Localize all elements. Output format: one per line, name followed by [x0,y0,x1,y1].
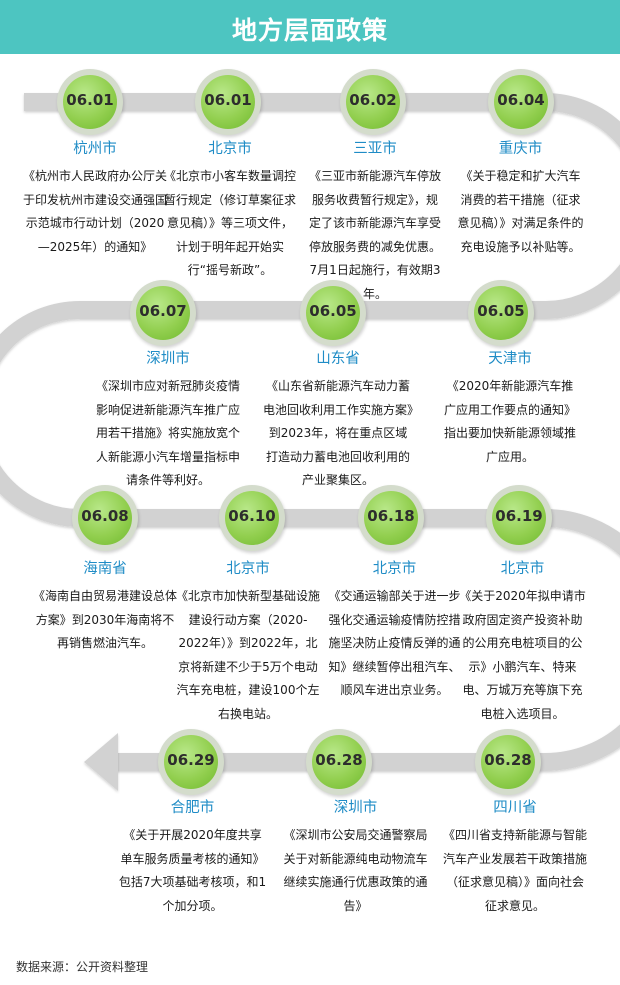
date-badge: 06.29 [158,729,224,795]
policy-item: 北京市 《关于2020年拟申请市政府固定资产投资补助的公用充电桩项目的公示》小鹏… [455,560,590,726]
policy-item: 深圳市 《深圳市公安局交通警察局关于对新能源纯电动物流车继续实施通行优惠政策的通… [278,799,433,918]
policy-desc: 《2020年新能源汽车推广应用工作要点的通知》指出要加快新能源领域推广应用。 [443,379,576,464]
policy-item: 三亚市 《三亚市新能源汽车停放服务收费暂行规定》，规定了该市新能源汽车享受停放服… [305,140,445,306]
policy-desc: 《关于开展2020年度共享单车服务质量考核的通知》包括7大项基础考核项，和1个加… [118,828,267,913]
date-badge: 06.18 [358,485,424,551]
page-title: 地方层面政策 [231,16,388,45]
city-label: 天津市 [488,351,532,367]
policy-item: 杭州市 《杭州市人民政府办公厅关于印发杭州市建设交通强国示范城市行动计划（202… [20,140,170,259]
policy-item: 重庆市 《关于稳定和扩大汽车消费的若干措施（征求意见稿）》对满足条件的充电设施予… [453,140,588,259]
date-badge: 06.08 [72,485,138,551]
header-banner: 地方层面政策 [0,0,620,54]
city-label: 重庆市 [498,141,543,157]
city-label: 北京市 [372,561,417,577]
city-label: 北京市 [500,561,545,577]
city-label: 三亚市 [353,141,397,157]
policy-desc: 《关于2020年拟申请市政府固定资产投资补助的公用充电桩项目的公示》小鹏汽车、特… [459,589,586,721]
policy-desc: 《关于稳定和扩大汽车消费的若干措施（征求意见稿）》对满足条件的充电设施予以补贴等… [457,169,584,254]
policy-item: 北京市 《交通运输部关于进一步强化交通运输疫情防控措施坚决防止疫情反弹的通知》继… [322,560,467,703]
policy-desc: 《山东省新能源汽车动力蓄电池回收利用工作实施方案》到2023年，将在重点区域打造… [263,379,414,487]
policy-item: 北京市 《北京市加快新型基础设施建设行动方案（2020-2022年）》到2022… [173,560,323,726]
date-badge: 06.19 [486,485,552,551]
date-badge: 06.02 [340,69,406,135]
date-badge: 06.05 [468,280,534,346]
date-badge: 06.05 [300,280,366,346]
city-label: 合肥市 [170,800,215,816]
policy-desc: 《四川省支持新能源与智能汽车产业发展若干政策措施（征求意见稿）》面向社会征求意见… [442,828,587,913]
track-arrowhead [84,733,118,791]
policy-item: 深圳市 《深圳市应对新冠肺炎疫情影响促进新能源汽车推广应用若干措施》将实施放宽个… [88,350,248,493]
policy-desc: 《深圳市应对新冠肺炎疫情影响促进新能源汽车推广应用若干措施》将实施放宽个人新能源… [95,379,240,487]
policy-item: 北京市 《北京市小客车数量调控暂行规定（修订草案征求意见稿）》等三项文件，计划于… [160,140,300,283]
policy-desc: 《杭州市人民政府办公厅关于印发杭州市建设交通强国示范城市行动计划（2020—20… [22,169,167,254]
policy-desc: 《深圳市公安局交通警察局关于对新能源纯电动物流车继续实施通行优惠政策的通告》 [283,828,428,913]
policy-desc: 《北京市小客车数量调控暂行规定（修订草案征求意见稿）》等三项文件，计划于明年起开… [163,169,296,277]
city-label: 北京市 [208,141,252,157]
policy-desc: 《海南自由贸易港建设总体方案》到2030年海南将不再销售燃油汽车。 [32,589,177,650]
policy-item: 四川省 《四川省支持新能源与智能汽车产业发展若干政策措施（征求意见稿）》面向社会… [440,799,590,918]
date-badge: 06.28 [475,729,541,795]
date-badge: 06.01 [195,69,261,135]
date-badge: 06.01 [57,69,123,135]
city-label: 山东省 [316,351,360,367]
date-badge: 06.04 [488,69,554,135]
policy-desc: 《三亚市新能源汽车停放服务收费暂行规定》，规定了该市新能源汽车享受停放服务费的减… [308,169,441,301]
city-label: 四川省 [493,800,537,816]
policy-desc: 《北京市加快新型基础设施建设行动方案（2020-2022年）》到2022年，北京… [175,589,320,721]
policy-item: 合肥市 《关于开展2020年度共享单车服务质量考核的通知》包括7大项基础考核项，… [115,799,270,918]
city-label: 杭州市 [73,141,117,157]
policy-desc: 《交通运输部关于进一步强化交通运输疫情防控措施坚决防止疫情反弹的通知》继续暂停出… [328,589,461,697]
city-label: 北京市 [226,561,270,577]
date-badge: 06.28 [306,729,372,795]
city-label: 深圳市 [333,800,378,816]
data-source-note: 数据来源：公开资料整理 [16,960,149,974]
city-label: 海南省 [83,561,127,577]
policy-item: 天津市 《2020年新能源汽车推广应用工作要点的通知》指出要加快新能源领域推广应… [435,350,585,469]
policy-item: 山东省 《山东省新能源汽车动力蓄电池回收利用工作实施方案》到2023年，将在重点… [258,350,418,493]
policy-item: 海南省 《海南自由贸易港建设总体方案》到2030年海南将不再销售燃油汽车。 [30,560,180,656]
date-badge: 06.10 [219,485,285,551]
date-badge: 06.07 [130,280,196,346]
city-label: 深圳市 [146,351,190,367]
